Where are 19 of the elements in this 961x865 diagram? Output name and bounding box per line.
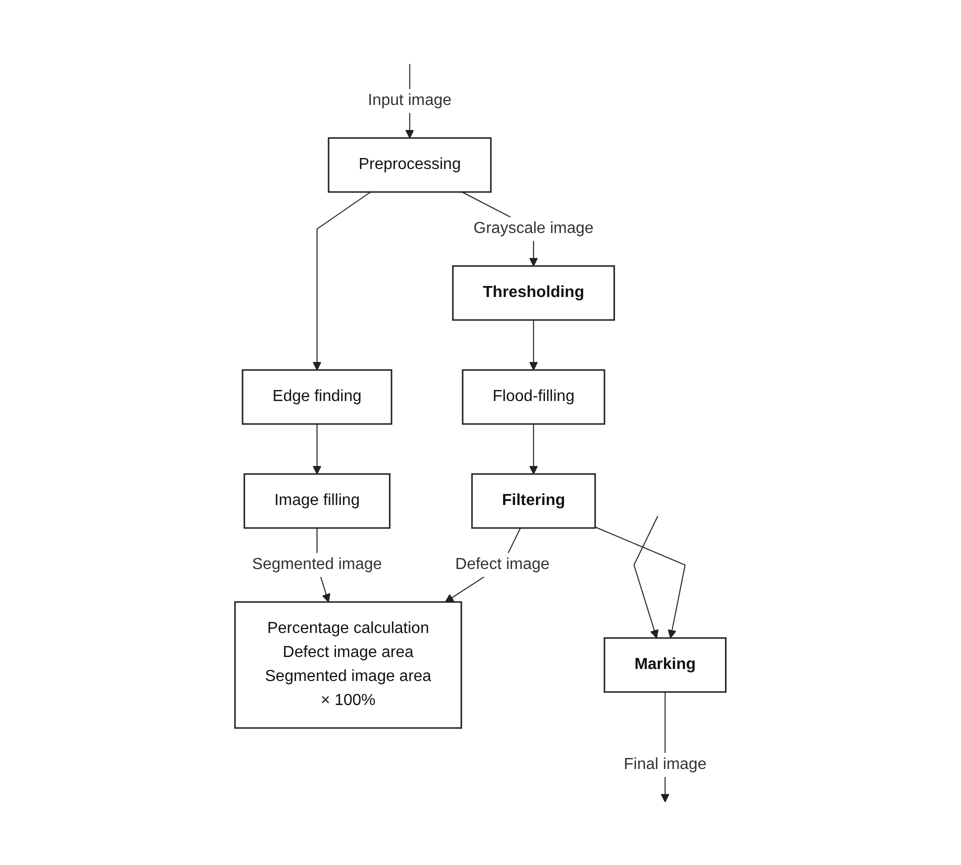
- edge-label: Input image: [368, 92, 452, 108]
- node-box: Preprocessing: [328, 136, 492, 192]
- arrow: [312, 191, 372, 370]
- arrow: [594, 526, 686, 638]
- node-box: Edge finding: [242, 368, 392, 424]
- edge-label: Grayscale image: [474, 220, 594, 236]
- node-box: Percentage calculation Defect image area Segmented image area × 100%: [234, 600, 462, 728]
- node-box: Marking: [604, 636, 727, 692]
- arrow: [634, 515, 659, 638]
- edge-label: Final image: [624, 756, 707, 772]
- arrow: [529, 423, 538, 474]
- node-box: Filtering: [471, 472, 596, 528]
- arrow: [312, 423, 322, 474]
- edge-label: Segmented image: [252, 556, 382, 572]
- node-box: Image filling: [244, 472, 391, 528]
- arrow: [529, 319, 538, 370]
- node-box: Thresholding: [452, 264, 616, 320]
- node-box: Flood-filling: [462, 368, 606, 424]
- edge-label: Defect image: [455, 556, 550, 572]
